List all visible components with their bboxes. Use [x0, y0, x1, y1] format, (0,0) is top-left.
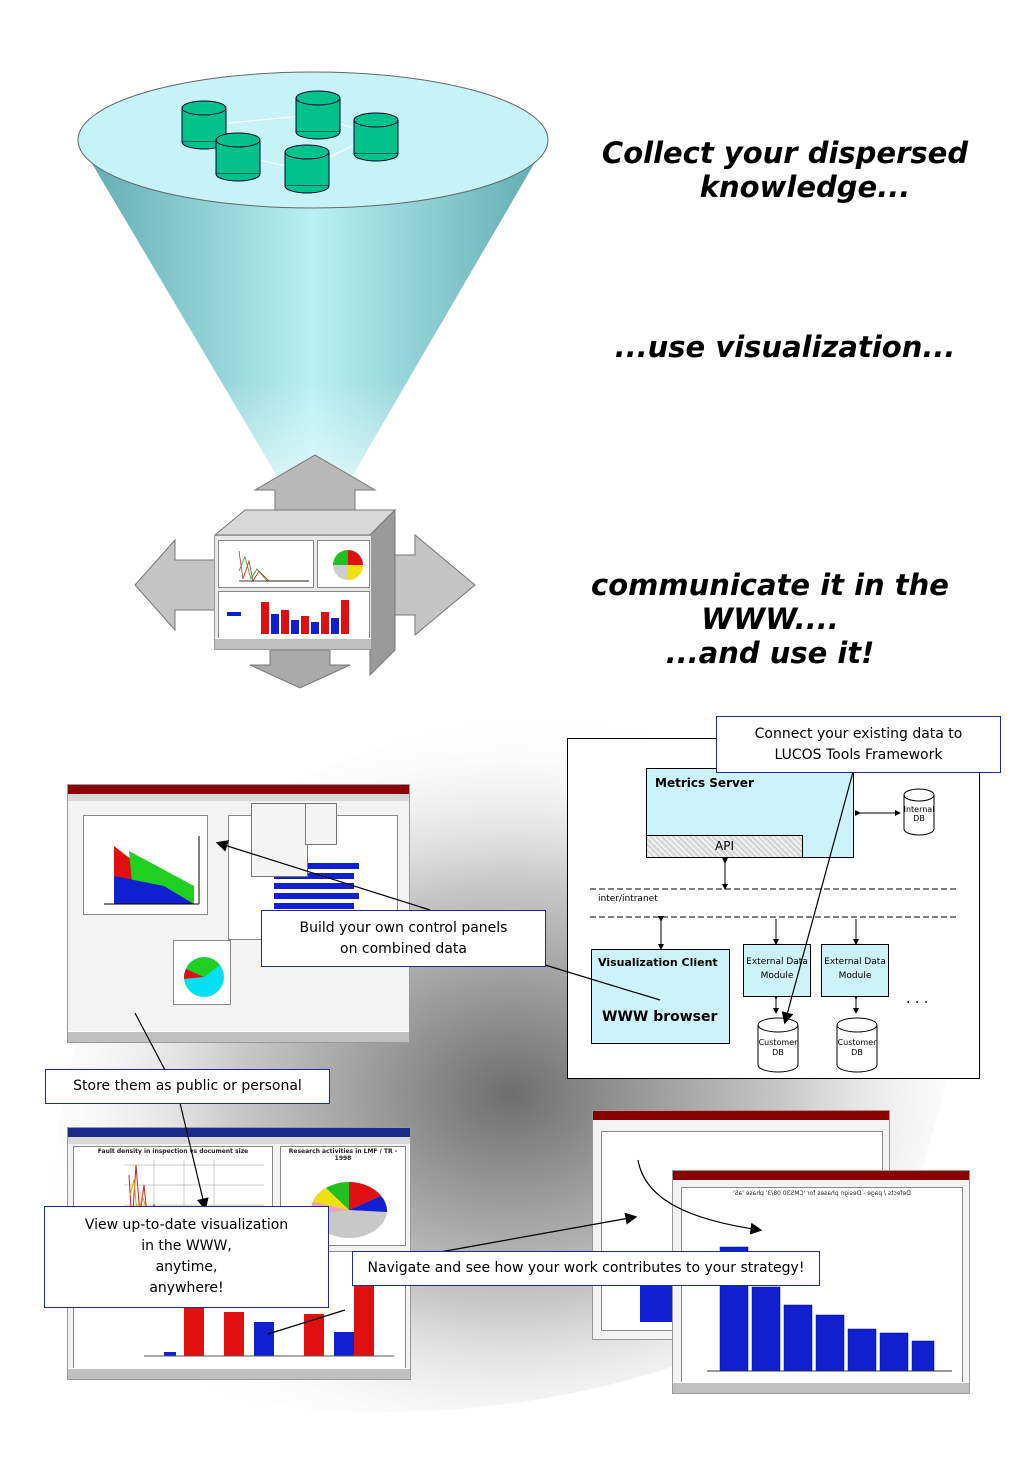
callout-build-line1: Build your own control panels — [299, 919, 508, 936]
api-box: API — [646, 835, 803, 858]
api-label: API — [715, 839, 734, 853]
internal-db-cylinder — [903, 788, 935, 836]
research-activities-title: Research activities in LMF / TR - 1998 — [288, 1148, 398, 1162]
callout-connect-line2: LUCOS Tools Framework — [774, 746, 943, 763]
headline-collect-line1: Collect your dispersed — [601, 136, 969, 170]
callout-build-line2: on combined data — [340, 940, 467, 957]
customer-db-2-line1: Customer — [837, 1038, 877, 1047]
callout-build-panels: Build your own control panels on combine… — [261, 910, 546, 967]
customer-db-2-label: Customer DB — [835, 1038, 879, 1058]
callout-view-line1: View up-to-date visualization — [84, 1217, 289, 1233]
ext-module-2-line1: External Data — [824, 957, 886, 967]
architecture-diagram: Metrics Server API Internal DB inter/int… — [567, 738, 980, 1079]
ext-module-1-line1: External Data — [746, 957, 808, 967]
customer-db-cylinder-2 — [836, 1017, 878, 1073]
www-browser-label: WWW browser — [602, 1009, 718, 1025]
fault-density-title: Fault density in inspection vs document … — [97, 1148, 249, 1155]
ext-module-2-line2: Module — [838, 971, 872, 981]
ext-module-1-line2: Module — [760, 971, 794, 981]
external-data-module-2: External Data Module — [821, 944, 889, 997]
callout-view-line3: anytime, — [155, 1259, 218, 1275]
network-lines — [590, 810, 958, 1014]
callout-view: View up-to-date visualization in the WWW… — [44, 1206, 329, 1308]
headline-communicate-line: communicate it in the WWW.... — [591, 568, 949, 636]
callout-store: Store them as public or personal — [45, 1069, 330, 1104]
visualization-client-box: Visualization Client WWW browser — [591, 949, 730, 1044]
knowledge-funnel — [77, 71, 549, 540]
callout-navigate: Navigate and see how your work contribut… — [352, 1251, 820, 1286]
internal-db-label: Internal DB — [902, 805, 936, 823]
distribution-arrows — [134, 454, 476, 689]
customer-db-1-line1: Customer — [758, 1038, 798, 1047]
callout-view-line4: anywhere! — [149, 1280, 224, 1296]
callout-connect-data: Connect your existing data to LUCOS Tool… — [716, 716, 1001, 773]
headline-collect: Collect your dispersed knowledge... — [580, 136, 990, 204]
headline-communicate: communicate it in the WWW.... ...and use… — [520, 568, 1020, 670]
customer-db-1-line2: DB — [772, 1048, 784, 1057]
callout-view-line2: in the WWW, — [141, 1238, 232, 1254]
internal-db-line2: DB — [913, 814, 925, 823]
customer-db-2-line2: DB — [851, 1048, 863, 1057]
database-icons — [181, 90, 399, 194]
customer-db-1-label: Customer DB — [756, 1038, 800, 1058]
internal-db-line1: Internal — [903, 805, 935, 814]
visualization-client-label: Visualization Client — [598, 956, 718, 969]
callout-connect-line1: Connect your existing data to — [754, 725, 963, 742]
network-label: inter/intranet — [598, 894, 658, 904]
ellipsis-label: . . . — [906, 991, 929, 1007]
headline-use-line: ...and use it! — [665, 636, 875, 670]
headline-visualize: ...use visualization... — [614, 330, 956, 364]
headline-collect-line2: knowledge... — [699, 170, 911, 204]
submenu — [305, 803, 337, 845]
metrics-server-label: Metrics Server — [655, 776, 754, 790]
cube-screenshot — [214, 535, 372, 650]
external-data-module-1: External Data Module — [743, 944, 811, 997]
metrics-server-box: Metrics Server — [646, 768, 854, 858]
